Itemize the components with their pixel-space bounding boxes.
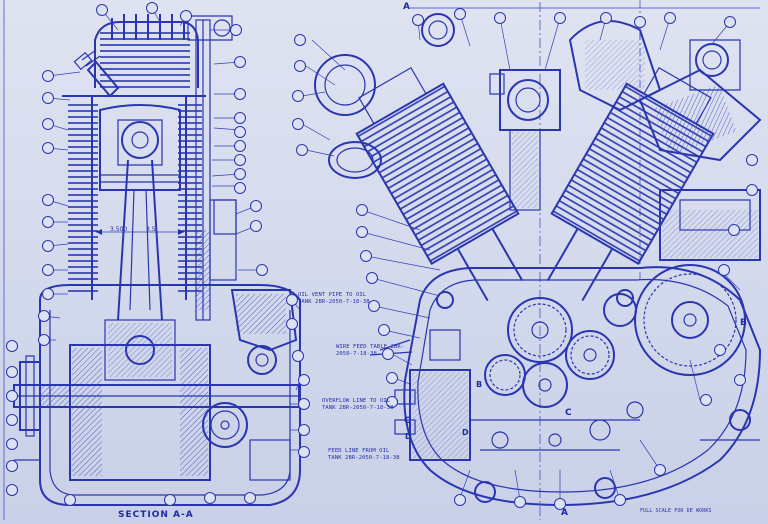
view-mark-top-a: A bbox=[403, 2, 410, 12]
drive-sprocket bbox=[634, 264, 746, 376]
head-fins bbox=[94, 14, 199, 88]
side-crankcase bbox=[369, 266, 762, 507]
leader-lines bbox=[301, 13, 741, 501]
rocker-box-cutaway bbox=[568, 20, 762, 162]
generator-block bbox=[659, 189, 761, 261]
pushrod-tube bbox=[187, 15, 237, 321]
section-view bbox=[3, 0, 301, 520]
section-label: SECTION A-A bbox=[118, 510, 194, 520]
crankcase bbox=[13, 284, 301, 506]
note-oil-vent: OIL VENT PIPE TO OIL TANK 2BR-2050-7-18-… bbox=[298, 292, 370, 305]
footer-note: FULL SCALE FOR DE WORKS bbox=[640, 508, 712, 514]
spark-plug bbox=[73, 49, 120, 98]
view-mark-d-right: D bbox=[462, 428, 469, 437]
view-mark-bottom-a: A bbox=[561, 508, 568, 518]
view-mark-right-b: B bbox=[740, 318, 747, 328]
view-mark-d-left: D bbox=[405, 432, 412, 441]
carburetor bbox=[489, 69, 561, 211]
note-wire-feed: WIRE FEED TABLE 2BR-2050-7-18-38 bbox=[336, 344, 405, 357]
view-mark-left-b: B bbox=[476, 380, 483, 389]
cylinder-barrel bbox=[62, 95, 206, 321]
view-mark-c-left: C bbox=[404, 416, 411, 426]
stroke-dimension: 3.5 bbox=[146, 226, 156, 233]
note-feed-line: FEED LINE FROM OIL TANK 2BR-2050-7-18-38 bbox=[328, 448, 400, 461]
side-view bbox=[301, 0, 762, 520]
front-cylinder bbox=[355, 66, 524, 302]
bore-dimension: 3.500 bbox=[110, 226, 128, 233]
part-balloons bbox=[6, 2, 758, 510]
gear-train bbox=[484, 293, 637, 408]
view-mark-c-right: C bbox=[565, 408, 572, 418]
note-overflow-line: OVERFLOW LINE TO OIL TANK 2BR-2050-7-18-… bbox=[322, 398, 394, 411]
